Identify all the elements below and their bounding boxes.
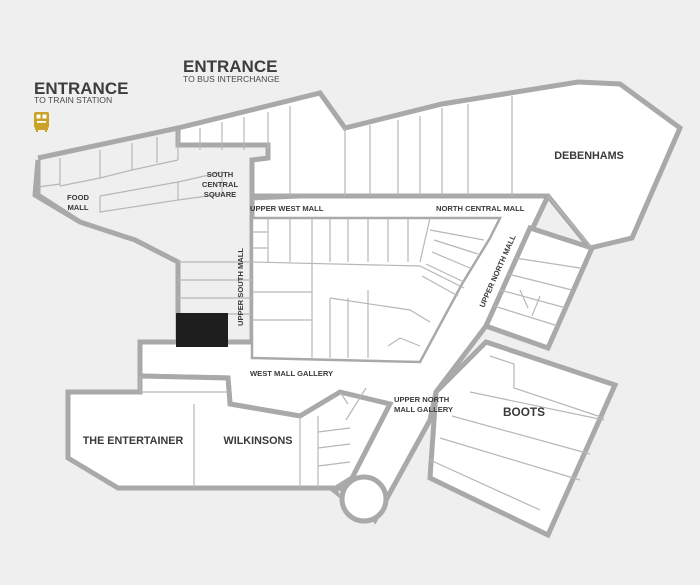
food-mall-label-2: MALL (67, 203, 88, 212)
entrance-bus-subtitle: TO BUS INTERCHANGE (183, 74, 280, 84)
south-central-square-label-1: SOUTH (207, 170, 234, 179)
highlighted-unit[interactable] (176, 313, 228, 347)
entrance-train-title: ENTRANCE (34, 79, 128, 98)
store-wilkinsons[interactable]: WILKINSONS (224, 435, 293, 447)
upper-north-mall-gallery-label-1: UPPER NORTH (394, 395, 449, 404)
entrance-train-subtitle: TO TRAIN STATION (34, 95, 112, 105)
south-central-square-label-2: CENTRAL (202, 180, 239, 189)
store-debenhams[interactable]: DEBENHAMS (554, 150, 624, 162)
store-the-entertainer[interactable]: THE ENTERTAINER (83, 435, 184, 447)
upper-north-mall-gallery-label-2: MALL GALLERY (394, 405, 453, 414)
upper-west-mall-label: UPPER WEST MALL (250, 204, 324, 213)
upper-south-mall-label: UPPER SOUTH MALL (236, 248, 245, 326)
unit-dividers (37, 96, 605, 511)
food-mall-label-1: FOOD (67, 193, 89, 202)
train-icon (34, 112, 49, 132)
south-central-square-label-3: SQUARE (204, 190, 237, 199)
west-mall-gallery-label: WEST MALL GALLERY (250, 369, 333, 378)
entrance-bus-title: ENTRANCE (183, 57, 277, 76)
store-boots[interactable]: BOOTS (503, 405, 545, 419)
north-central-mall-label: NORTH CENTRAL MALL (436, 204, 525, 213)
